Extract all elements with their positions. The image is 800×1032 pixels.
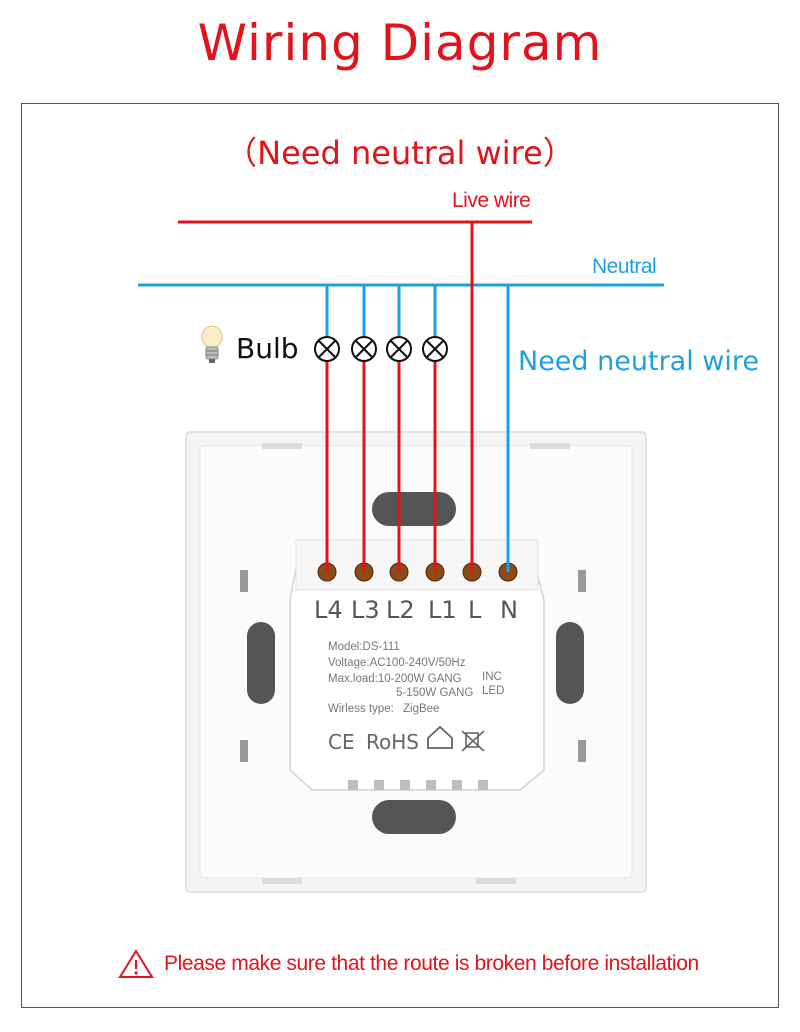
warning-text: Please make sure that the route is broke… — [164, 952, 699, 975]
need-neutral-label: Need neutral wire — [518, 346, 759, 377]
terminal-label-l2: L2 — [386, 596, 415, 624]
lamp-symbol-icon — [422, 336, 448, 362]
lamp-symbol-icon — [351, 336, 377, 362]
lamp-symbol-icon — [386, 336, 412, 362]
spec-wireless: Wirless type: — [328, 703, 394, 715]
weee-bin-icon — [461, 730, 485, 752]
lamp-symbol-icon — [314, 336, 340, 362]
spec-model: Model:DS-111 — [328, 641, 400, 653]
cert-rohs-mark: RoHS — [366, 730, 419, 754]
cert-ce-mark: CE — [328, 730, 355, 754]
terminal-label-l4: L4 — [314, 596, 343, 624]
spec-voltage: Voltage:AC100-240V/50Hz — [328, 657, 466, 669]
warning-banner: Please make sure that the route is broke… — [118, 948, 758, 982]
switch-module: L4 L3 L2 L1 L N Model:DS-111 Voltage:AC1… — [289, 539, 545, 791]
house-icon — [427, 725, 453, 749]
spec-max-load-suffix: INC — [482, 671, 502, 683]
spec-wireless-value: ZigBee — [403, 703, 439, 715]
spec-max-load-2: 5-150W GANG — [396, 687, 473, 699]
light-bulb-icon — [201, 325, 223, 363]
terminal-label-l1: L1 — [428, 596, 457, 624]
terminal-label-l: L — [468, 596, 482, 624]
terminal-label-l3: L3 — [351, 596, 380, 624]
spec-max-load-2-suffix: LED — [482, 685, 504, 697]
diagram-subtitle: （Need neutral wire） — [225, 134, 575, 172]
warning-triangle-icon — [118, 949, 154, 978]
live-wire-label: Live wire — [452, 189, 531, 212]
diagram-title: Wiring Diagram — [197, 14, 603, 72]
terminal-label-n: N — [500, 596, 518, 624]
neutral-wire-label: Neutral — [592, 255, 657, 278]
spec-max-load: Max.load:10-200W GANG — [328, 673, 462, 685]
bulb-label: Bulb — [236, 332, 299, 365]
diagram-frame — [21, 103, 779, 1008]
